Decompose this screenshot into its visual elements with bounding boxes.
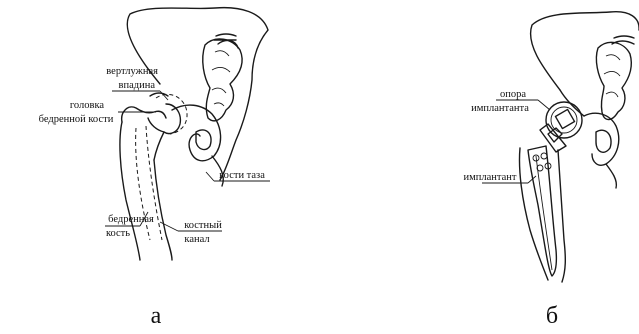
label-head-2: бедренной кости [39, 114, 114, 125]
label-femur-2: кость [106, 228, 130, 239]
obturator-b [596, 130, 611, 152]
label-implant: имплантант [464, 172, 517, 183]
label-support-2: имплантанта [471, 103, 529, 114]
ischium-b [584, 113, 619, 165]
caption-b: б [546, 303, 558, 329]
stem-hole-2 [541, 153, 547, 159]
label-acetabulum-2: впадина [119, 80, 156, 91]
femur-neck-a [122, 107, 166, 122]
femur-shaft-a [120, 122, 140, 260]
label-canal-2: канал [184, 234, 209, 245]
acetabulum-socket-a [156, 94, 187, 134]
obturator-a [196, 130, 211, 150]
label-head-1: головка [70, 100, 105, 111]
label-support-1: опора [500, 89, 526, 100]
caption-a: а [151, 303, 162, 329]
femur-head-a [148, 104, 180, 134]
figure-b-implant [519, 12, 639, 282]
pelvis-outline-b [531, 12, 639, 90]
label-femur-1: бедренная [108, 214, 154, 225]
sacrum-top-a [214, 34, 238, 48]
sacrum-b [596, 42, 631, 119]
label-canal-1: костный [184, 220, 222, 231]
label-pelvic-bones: кости таза [219, 170, 265, 181]
implant-head-b [555, 109, 574, 128]
label-acetabulum-1: вертлужная [106, 66, 158, 77]
